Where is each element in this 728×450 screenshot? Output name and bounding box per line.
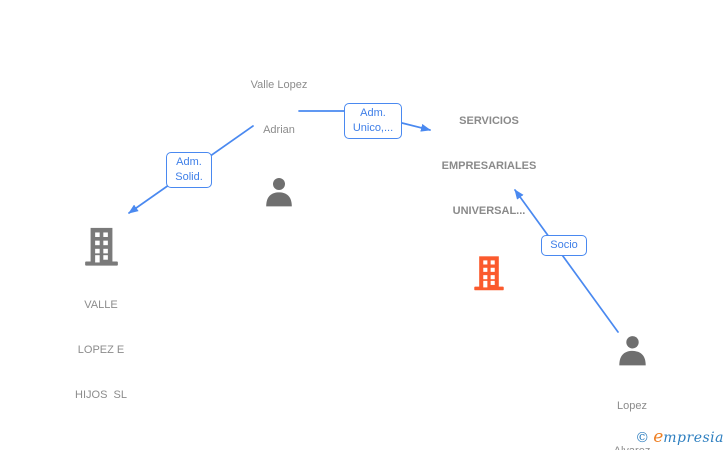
edge-label-socio: Socio: [541, 235, 587, 256]
person-icon: [616, 335, 649, 366]
empresia-logo[interactable]: ©empresia: [635, 428, 724, 447]
node-label: Valle Lopez Adrian: [250, 79, 308, 136]
node-valle-lopez-e-hijos-sl[interactable]: VALLE LOPEZ E HIJOS SL: [41, 227, 161, 433]
node-label: Lopez Alvarez Maria...: [614, 400, 651, 450]
edge-socio: [514, 189, 619, 333]
edge-label-adm-solid: Adm. Solid.: [166, 152, 212, 188]
edge-adm-unico-segment-out: [401, 122, 431, 132]
building-icon: [471, 255, 507, 292]
node-valle-lopez-adrian[interactable]: Valle Lopez Adrian: [209, 48, 349, 207]
edge-label-adm-unico: Adm. Unico,...: [344, 103, 402, 139]
copyright-symbol: ©: [635, 430, 650, 446]
building-icon: [81, 227, 122, 267]
node-lopez-alvarez-maria[interactable]: Lopez Alvarez Maria...: [572, 335, 692, 450]
person-icon: [263, 177, 295, 207]
node-servicios-empresariales-universal[interactable]: SERVICIOS EMPRESARIALES UNIVERSAL...: [414, 84, 564, 292]
brand-name: mpresia: [663, 430, 724, 446]
brand-initial: e: [653, 427, 664, 447]
node-label: VALLE LOPEZ E HIJOS SL: [75, 299, 127, 401]
node-label: SERVICIOS EMPRESARIALES UNIVERSAL...: [441, 115, 537, 217]
